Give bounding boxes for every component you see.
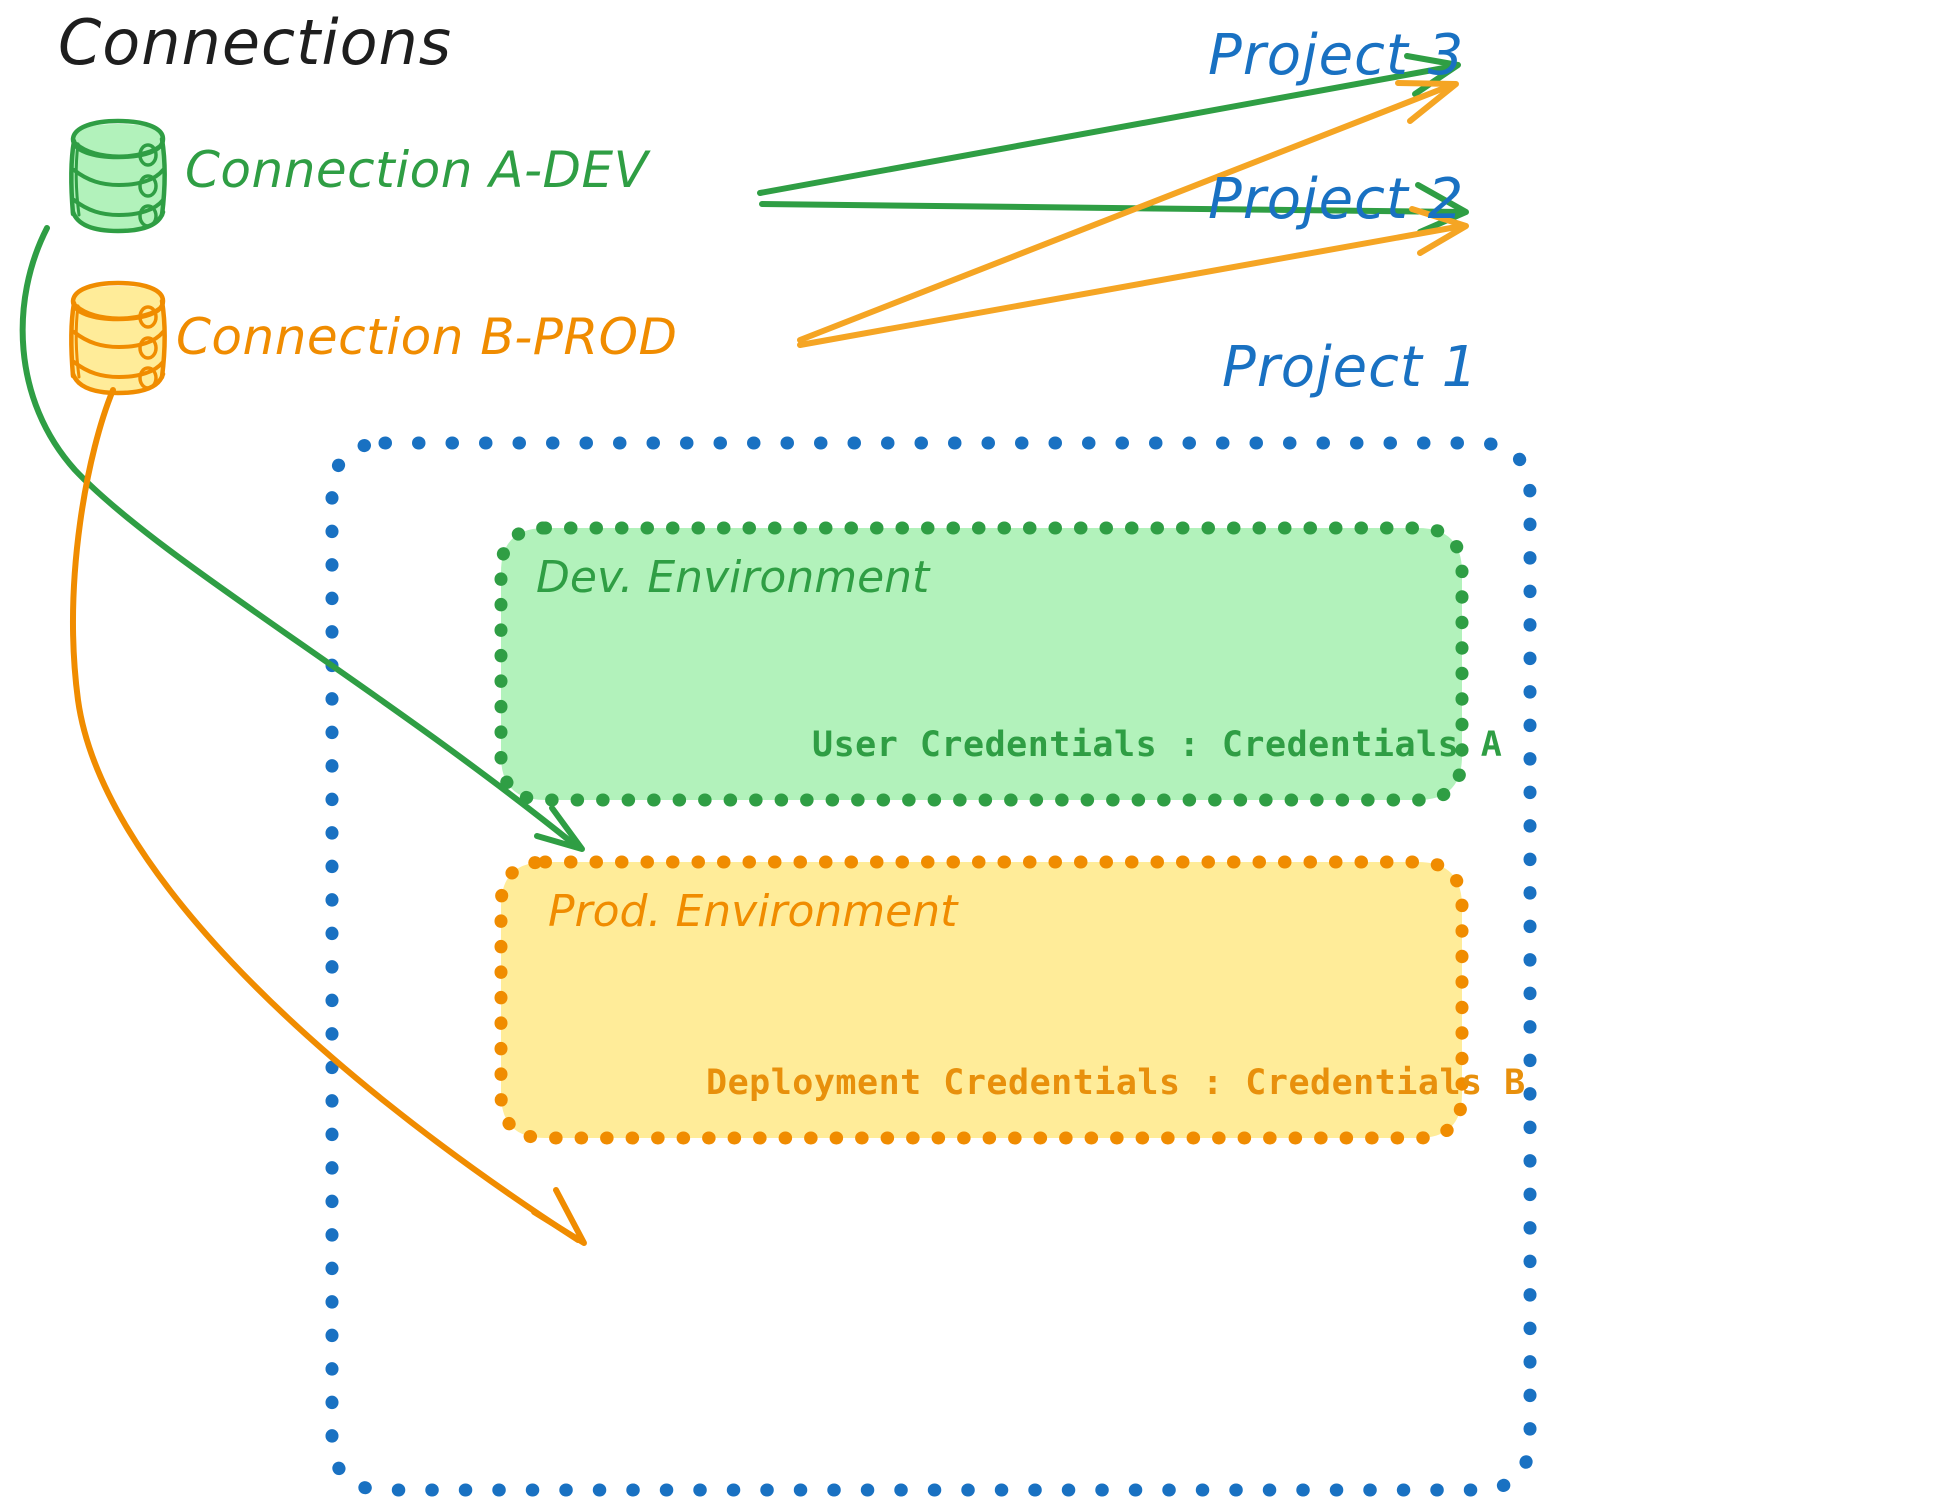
edge-b-prod-to-project-2-arrowhead: [1409, 206, 1469, 256]
db-green-left-wall-2: [74, 142, 81, 217]
prod-environment-fill: [501, 862, 1462, 1138]
edge-b-prod-to-prod-environment-line: [70, 387, 581, 1243]
db-green-led-3: [138, 204, 158, 228]
edge-a-dev-to-project-2[interactable]: [759, 182, 1469, 235]
project-1-container[interactable]: [325, 436, 1537, 1497]
edge-b-prod-to-project-2-line: [797, 223, 1465, 348]
dev-environment-border: [494, 521, 1469, 807]
prod-environment-box[interactable]: [494, 855, 1469, 1145]
db-orange-led-1: [138, 305, 158, 329]
database-cylinder-icon-orange[interactable]: [69, 280, 167, 396]
db-orange-led-2: [138, 336, 158, 360]
db-green-led-1: [138, 143, 158, 167]
db-orange-left-wall: [69, 300, 77, 379]
edge-a-dev-to-dev-environment-line: [19, 225, 578, 848]
database-cylinder-icon-green[interactable]: [69, 118, 167, 234]
edge-b-prod-to-prod-environment[interactable]: [70, 387, 587, 1246]
edge-a-dev-to-dev-environment-arrowhead: [534, 805, 585, 852]
edge-b-prod-to-project-3-arrowhead: [1395, 80, 1459, 124]
project-1-border: [325, 436, 1537, 1497]
db-orange-led-3: [138, 366, 158, 390]
edge-b-prod-to-project-3-line: [797, 82, 1455, 343]
edge-b-prod-to-project-3[interactable]: [797, 80, 1459, 343]
edge-a-dev-to-project-2-arrowhead: [1415, 182, 1469, 235]
db-orange-left-wall-2: [74, 304, 81, 379]
db-green-left-wall: [69, 138, 77, 217]
dev-environment-box[interactable]: [494, 521, 1469, 807]
prod-environment-border: [494, 855, 1469, 1145]
edge-a-dev-to-project-2-line: [759, 201, 1466, 215]
edge-b-prod-to-prod-environment-arrowhead: [531, 1187, 587, 1246]
edge-b-prod-to-project-2[interactable]: [797, 206, 1469, 348]
db-green-led-2: [138, 174, 158, 198]
edge-a-dev-to-project-3-line: [757, 63, 1458, 196]
edge-a-dev-to-dev-environment[interactable]: [19, 225, 585, 852]
dev-environment-fill: [501, 528, 1462, 800]
